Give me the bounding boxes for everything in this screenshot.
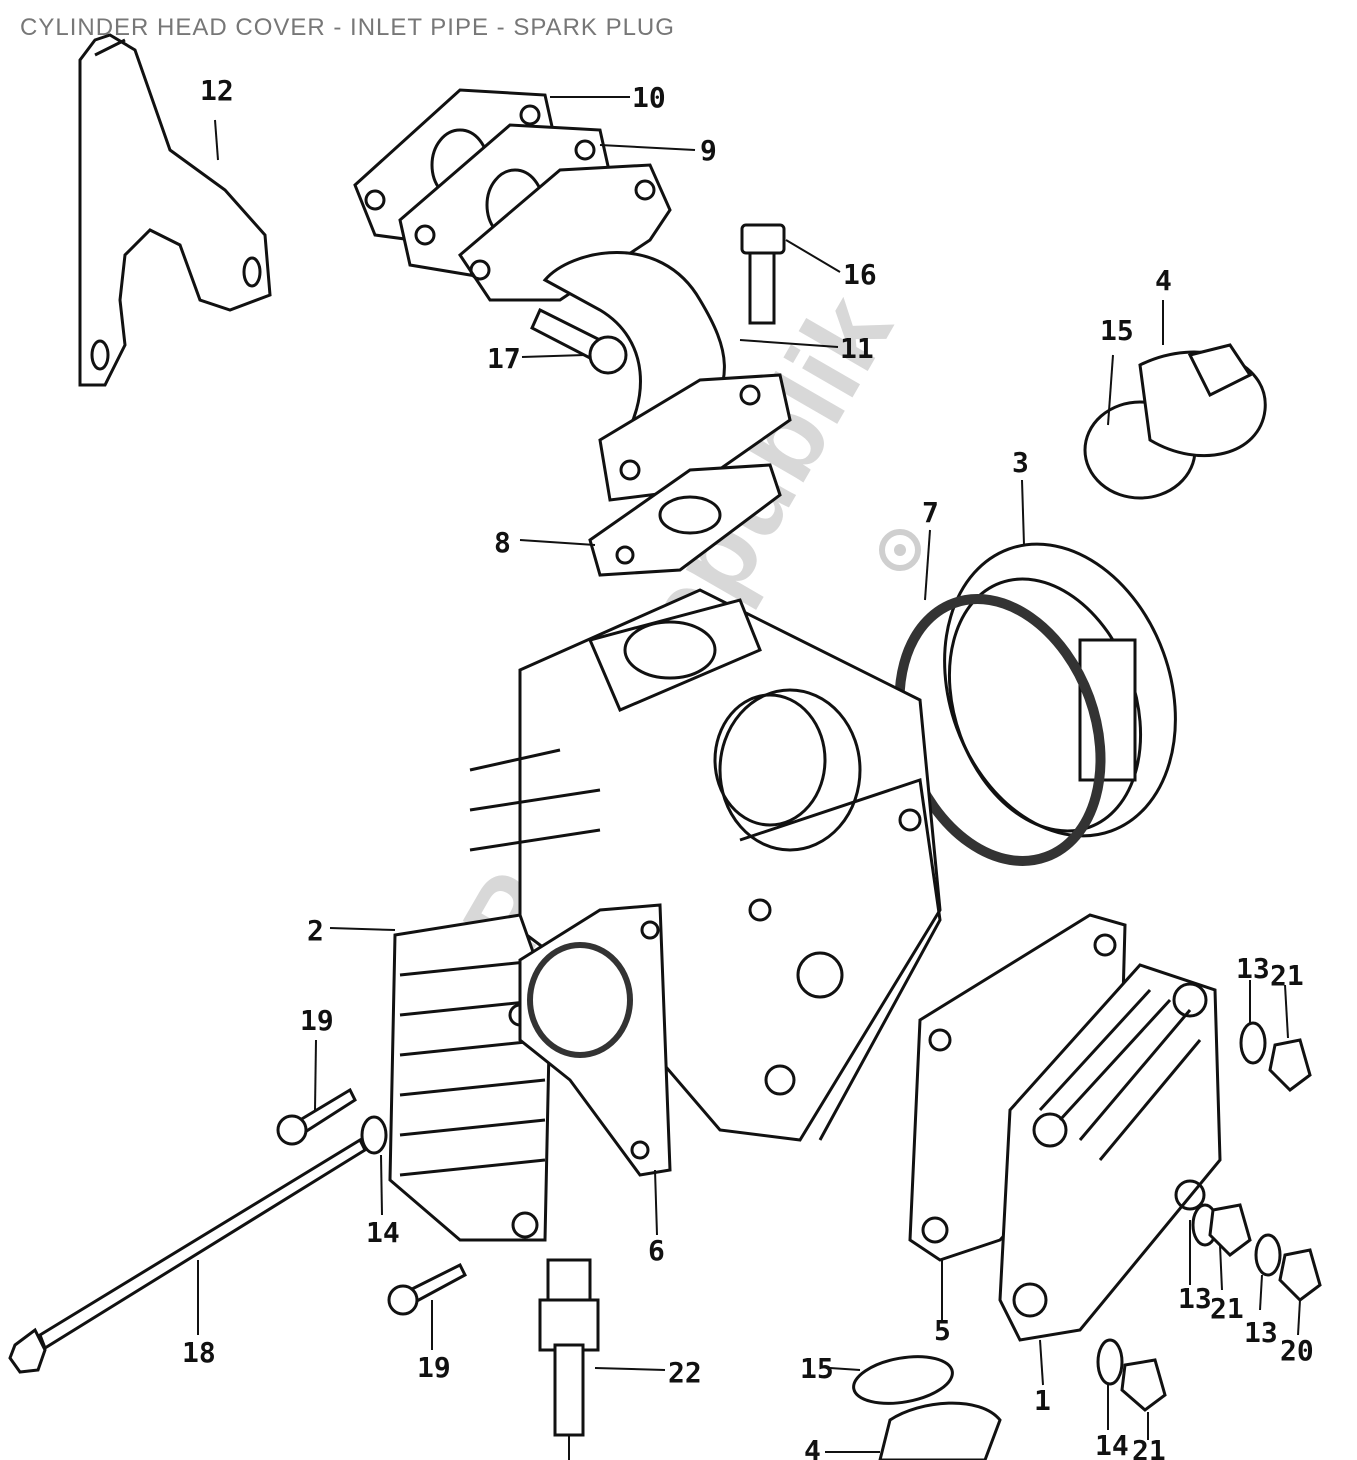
callout-13-lower: 13: [1244, 1316, 1278, 1349]
cap-part-4-lower: [878, 1401, 1002, 1460]
callout-4-lower: 4: [804, 1434, 821, 1460]
washer-part-13-lower: [1254, 1233, 1282, 1277]
inlet-pipe-part-11: [458, 163, 792, 502]
callout-4-upper: 4: [1155, 264, 1172, 297]
callout-18: 18: [182, 1336, 216, 1369]
callout-3: 3: [1012, 446, 1029, 479]
callout-12: 12: [200, 74, 234, 107]
nut-part-20: [1278, 1248, 1322, 1302]
leader-lines: [197, 96, 1301, 1453]
callout-21-lower: 21: [1132, 1434, 1166, 1460]
callout-19-upper: 19: [300, 1004, 334, 1037]
bolt-part-17: [530, 307, 628, 375]
callout-13-upper: 13: [1236, 952, 1270, 985]
gasket-part-8: [588, 463, 782, 577]
callout-21-upper: 21: [1270, 959, 1304, 992]
callout-20: 20: [1280, 1334, 1314, 1367]
callout-13-mid: 13: [1178, 1282, 1212, 1315]
screw-part-19-lower: [387, 1262, 467, 1316]
washer-part-14-upper: [360, 1115, 388, 1155]
stud-bolt-part-18: [8, 1137, 367, 1374]
callout-labels: 12 10 9 16 17 11 4 15 3 7 8 2 19 14 18 1…: [182, 74, 1314, 1460]
callout-7: 7: [922, 496, 939, 529]
callout-15-upper: 15: [1100, 314, 1134, 347]
callout-15-lower: 15: [800, 1352, 834, 1385]
nut-part-21-upper: [1268, 1038, 1312, 1092]
screw-part-19-upper: [276, 1087, 357, 1146]
spark-plug-part-22: [538, 1258, 600, 1460]
callout-17: 17: [487, 342, 521, 375]
washer-part-13-upper: [1239, 1021, 1267, 1065]
callout-6: 6: [648, 1234, 665, 1267]
callout-19-lower: 19: [417, 1351, 451, 1384]
callout-1: 1: [1034, 1384, 1051, 1417]
callout-8: 8: [494, 526, 511, 559]
bracket-part-12: [78, 33, 272, 387]
callout-16: 16: [843, 258, 877, 291]
callout-14-upper: 14: [366, 1216, 400, 1249]
o-ring-part-15-lower: [852, 1355, 954, 1405]
washer-part-14-lower: [1096, 1338, 1124, 1386]
callout-9: 9: [700, 134, 717, 167]
nut-part-21-mid: [1208, 1203, 1252, 1257]
nut-part-21-lower: [1120, 1358, 1167, 1412]
diagram-title: CYLINDER HEAD COVER - INLET PIPE - SPARK…: [20, 14, 675, 41]
callout-2: 2: [307, 914, 324, 947]
callout-22: 22: [668, 1356, 702, 1389]
head-cover-part-1: [998, 963, 1222, 1342]
callout-11: 11: [840, 332, 874, 365]
cap-part-4-upper: [1083, 343, 1267, 500]
callout-14-lower: 14: [1095, 1429, 1129, 1460]
side-cover-part-3: [943, 542, 1177, 838]
callout-5: 5: [934, 1314, 951, 1347]
callout-10: 10: [632, 81, 666, 114]
watermark-gear-icon: [879, 529, 921, 571]
callout-21-mid: 21: [1210, 1292, 1244, 1325]
bolt-part-16: [740, 223, 786, 325]
